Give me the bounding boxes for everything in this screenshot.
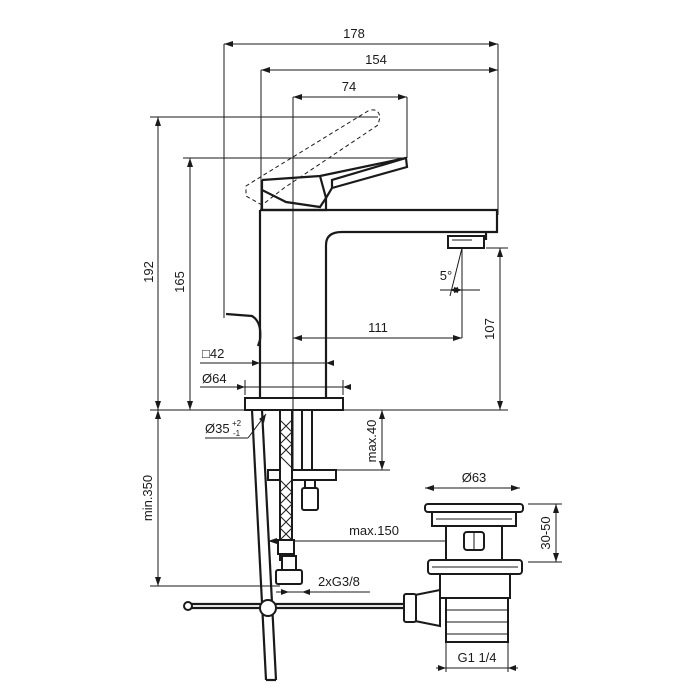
dim-outlet-height: 107: [482, 247, 508, 410]
dim-square-base: □42: [200, 346, 334, 372]
waste-assembly: Ø63 30-50 G1 1/4: [403, 470, 562, 672]
hole-tolerance-lower: -1: [233, 429, 241, 438]
spout-projection-label: 111: [368, 320, 388, 335]
dim-spout-angle: 5°: [440, 247, 480, 297]
spout-reach-label: 154: [365, 52, 387, 67]
spout-angle-label: 5°: [440, 268, 452, 283]
dim-total-height: 192: [141, 116, 378, 410]
dim-base-diameter: Ø64: [200, 371, 351, 395]
waste-thread-label: G1 1/4: [457, 650, 496, 665]
raised-lever-outline: [245, 109, 381, 206]
waste-plug: [424, 503, 524, 513]
base-plate: [244, 397, 344, 411]
connection-thread-label: 2xG3/8: [318, 574, 360, 589]
pull-rod: [250, 409, 268, 681]
dim-connection-thread: 2xG3/8: [276, 574, 370, 595]
mounting-nut: [301, 487, 319, 511]
hose-connector: [275, 569, 303, 585]
max-rod-length-label: max.150: [349, 523, 399, 538]
min-length-label: min.350: [140, 475, 155, 521]
outlet-height-label: 107: [482, 318, 497, 340]
base-diameter-label: Ø64: [202, 371, 227, 386]
dim-spout-projection: 111: [293, 248, 463, 341]
square-base-label: □42: [202, 346, 224, 361]
hole-diameter-label: Ø35: [205, 421, 230, 436]
dim-overall-depth: 178: [223, 26, 499, 318]
spout-body: [258, 208, 499, 398]
under-deck-assembly: [183, 409, 410, 682]
aerator: [447, 235, 485, 249]
max-deck-thickness-label: max.40: [364, 420, 379, 463]
faucet-body: [225, 109, 499, 470]
lever: [260, 156, 409, 209]
mounting-stud: [301, 409, 313, 473]
hole-tolerance-upper: +2: [232, 419, 242, 428]
tail-pipe: [445, 597, 509, 643]
dim-hole-diameter: Ø35 +2 -1: [205, 413, 267, 439]
rod-clip: [259, 599, 277, 617]
lever-offset-label: 74: [342, 79, 356, 94]
dim-lever-height: 165: [172, 157, 407, 410]
dim-lever-offset: 74: [292, 79, 408, 410]
mounting-bracket: [267, 469, 337, 481]
waste-diameter-label: Ø63: [462, 470, 487, 485]
waste-height-range-label: 30-50: [538, 516, 553, 549]
dim-spout-reach: 154: [260, 52, 498, 210]
total-height-label: 192: [141, 261, 156, 283]
lever-height-label: 165: [172, 271, 187, 293]
overall-depth-label: 178: [343, 26, 365, 41]
drain-lever-tip: [225, 312, 262, 347]
dim-min-length: min.350: [140, 410, 280, 587]
dim-max-deck-thickness: max.40: [336, 409, 390, 471]
